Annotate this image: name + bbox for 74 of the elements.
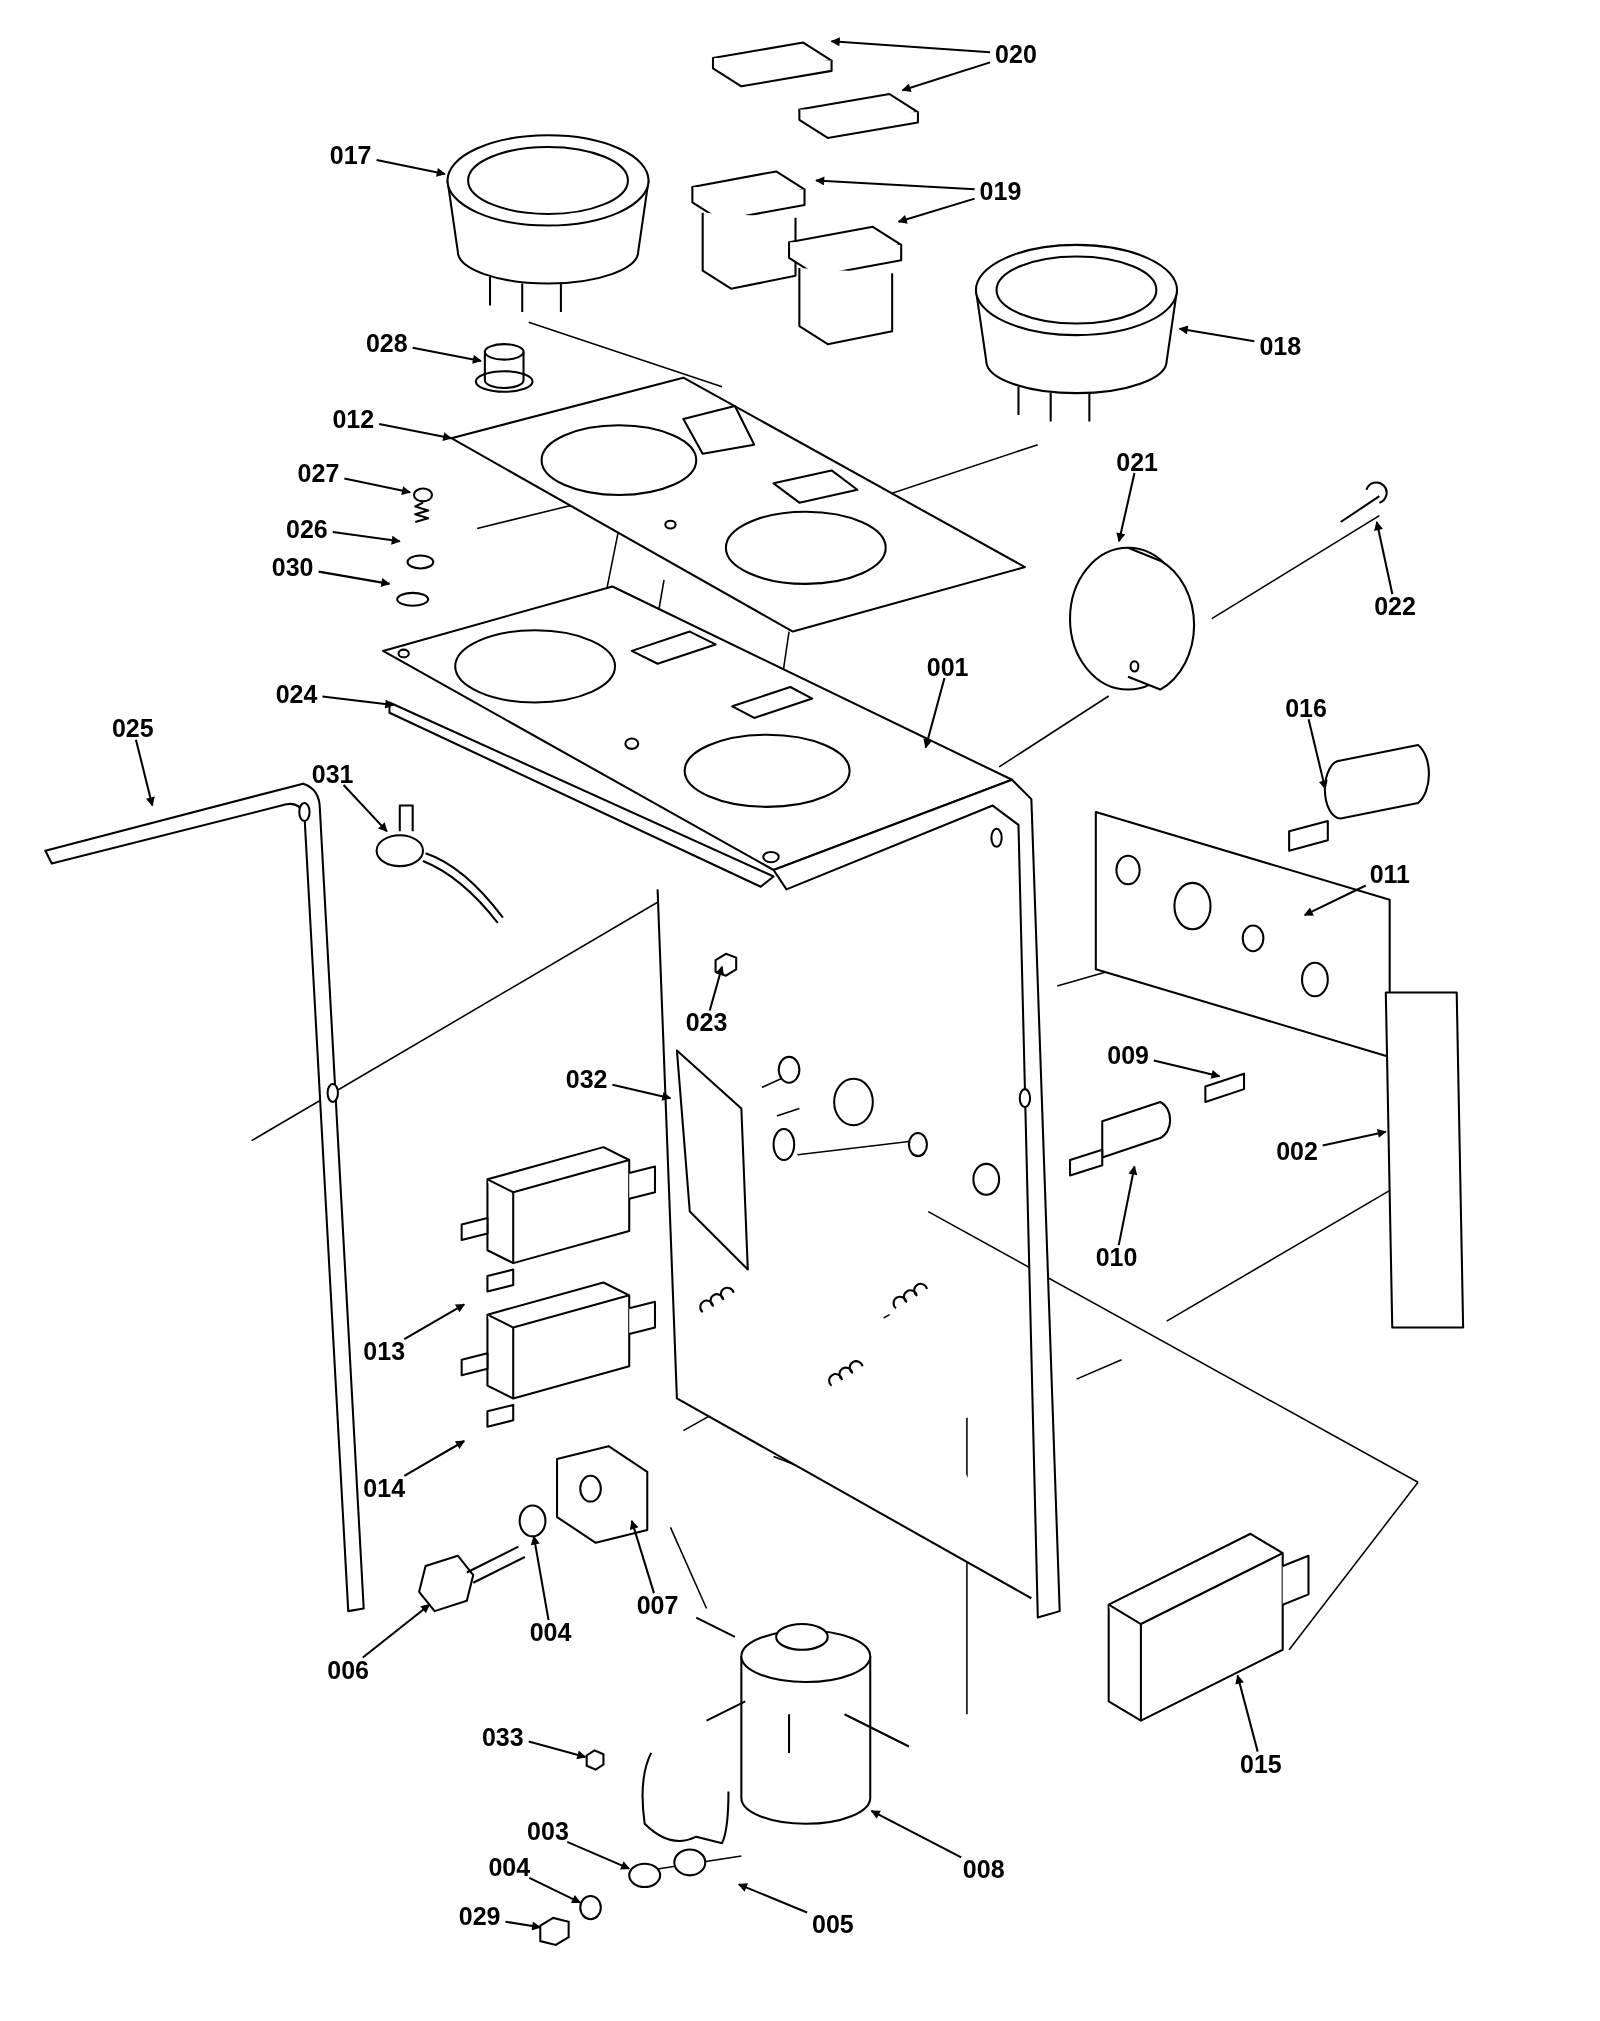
callout-number: 002 — [1276, 1138, 1318, 1164]
callout-number: 003 — [527, 1818, 569, 1844]
callout-number: 030 — [271, 554, 314, 580]
leader-line — [1117, 1165, 1138, 1246]
leader-line — [332, 531, 401, 545]
leader-line — [376, 158, 446, 177]
leader-line — [897, 197, 975, 224]
callout-number: 020 — [995, 41, 1037, 67]
leader-line — [870, 1810, 962, 1859]
callout-number: 013 — [363, 1338, 406, 1364]
hex-nut-icon — [539, 1916, 570, 1947]
leader-line — [629, 1520, 655, 1594]
callout-number: 011 — [1369, 861, 1410, 887]
callout-number: 019 — [979, 178, 1022, 204]
leader-line — [566, 1840, 631, 1870]
callout-number: 026 — [286, 516, 328, 542]
leader-line — [318, 570, 391, 587]
callout-number: 021 — [1116, 449, 1158, 475]
callout-number: 001 — [926, 654, 969, 680]
leader-line — [1235, 1674, 1259, 1752]
callout-number: 014 — [363, 1475, 406, 1501]
leader-line — [612, 1083, 672, 1101]
leader-line — [378, 422, 453, 442]
leader-line — [815, 176, 975, 191]
callout-number: 015 — [1240, 1751, 1282, 1777]
leader-line — [737, 1883, 808, 1914]
callout-number: 032 — [565, 1066, 608, 1092]
leader-line — [342, 784, 388, 833]
washer-icon — [628, 1862, 662, 1888]
leader-line — [412, 346, 482, 364]
callout-number: 033 — [481, 1724, 524, 1750]
leader-line — [901, 61, 991, 93]
callout-number: 008 — [962, 1856, 1005, 1882]
leader-line — [1153, 1059, 1221, 1079]
leader-line — [1307, 718, 1328, 790]
leader-line — [1116, 472, 1136, 543]
leader-line — [830, 37, 991, 54]
callout-number: 031 — [311, 761, 354, 787]
leader-line — [1374, 521, 1394, 595]
leader-line — [403, 1440, 465, 1477]
callout-number: 005 — [812, 1911, 854, 1937]
hex-nut-icon — [585, 1749, 605, 1771]
callout-number: 007 — [636, 1592, 679, 1618]
callout-number: 022 — [1374, 593, 1416, 619]
callout-number: 006 — [327, 1657, 369, 1683]
callout-number: 025 — [111, 715, 154, 741]
callout-number: 010 — [1095, 1244, 1138, 1270]
callout-number: 029 — [458, 1903, 501, 1929]
washer-icon — [579, 1894, 602, 1921]
callout-number: 017 — [329, 142, 372, 168]
leader-line — [923, 677, 946, 749]
leader-line — [1303, 884, 1367, 917]
callout-number: 012 — [332, 406, 375, 432]
callout-number: 016 — [1285, 695, 1327, 721]
leader-line — [528, 1740, 587, 1760]
leader-line — [362, 1603, 431, 1659]
callout-number: 028 — [365, 330, 408, 356]
callout-number: 004 — [529, 1619, 572, 1645]
leader-line — [530, 1535, 550, 1621]
leader-line — [505, 1920, 542, 1931]
leader-line — [134, 739, 155, 807]
callout-number: 027 — [297, 460, 340, 486]
leader-line — [1178, 325, 1255, 343]
leader-line — [528, 1877, 582, 1904]
leader-line — [1322, 1129, 1387, 1147]
callout-number: 024 — [275, 681, 318, 707]
callout-number: 009 — [1107, 1042, 1149, 1068]
leader-line — [708, 965, 725, 1011]
callout-number: 004 — [488, 1854, 531, 1880]
callout-number: 018 — [1259, 333, 1302, 358]
leader-line — [344, 477, 411, 496]
leader-line — [322, 695, 395, 709]
leader-line — [403, 1303, 465, 1341]
callout-number: 023 — [685, 1009, 728, 1035]
